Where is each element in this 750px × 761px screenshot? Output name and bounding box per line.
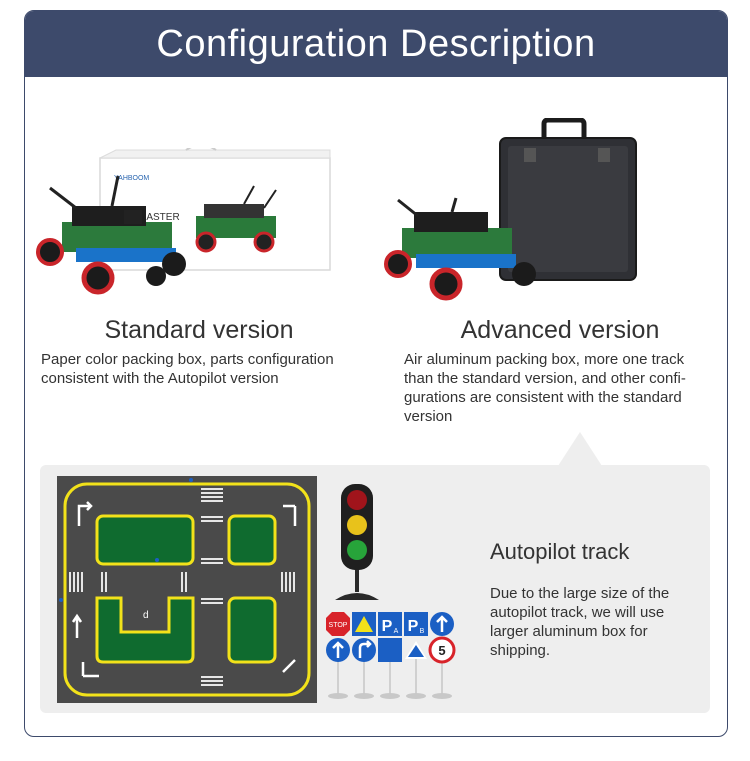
svg-text:B: B [420,628,425,635]
svg-text:5: 5 [438,643,445,658]
callout-pointer [558,432,602,466]
standard-version-title: Standard version [104,316,294,344]
advanced-version-image [384,118,637,301]
autopilot-track-map: d [57,476,317,703]
advanced-version-title: Advanced version [460,316,660,344]
svg-text:MASTER: MASTER [138,212,180,223]
track-title: Autopilot track [490,539,630,564]
page-title: Configuration Description [156,23,596,65]
standard-version-image: YAHBOOM MASTER [36,148,331,295]
track-description: Due to the large size of the autopilot t… [490,585,670,659]
advanced-version-description: Air aluminum packing box, more one track… [404,351,686,425]
standard-version-description: Paper color packing box, parts configura… [41,351,334,387]
header-banner: Configuration Description [25,11,727,77]
svg-text:A: A [394,628,399,635]
road-signs: STOP P A P B 5 [326,612,456,699]
svg-text:YAHBOOM: YAHBOOM [114,175,149,182]
svg-text:P: P [382,618,393,635]
svg-text:STOP: STOP [329,622,348,629]
track-map-letter: d [143,610,149,621]
svg-text:P: P [408,618,419,635]
traffic-light [335,484,379,600]
